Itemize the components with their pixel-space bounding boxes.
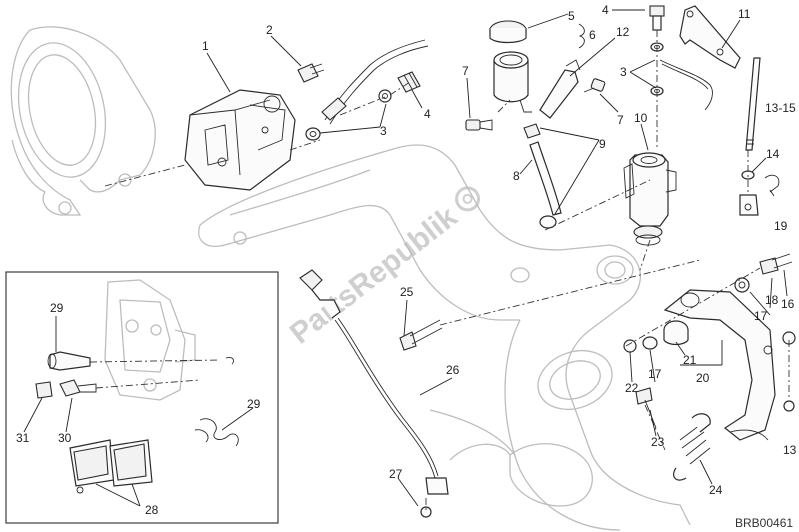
- clevis[interactable]: [739, 170, 780, 216]
- washer-3a: [305, 127, 321, 141]
- leader-lines: [23, 9, 788, 507]
- washer-27: [420, 506, 432, 518]
- label-10[interactable]: 10: [634, 111, 648, 125]
- caliper-detail-inset: [5, 271, 279, 524]
- label-12[interactable]: 12: [616, 25, 630, 39]
- washer-3b: [378, 89, 392, 103]
- label-13-15[interactable]: 13-15: [765, 101, 796, 115]
- bolt-2[interactable]: [297, 63, 325, 83]
- gear-icon: [455, 186, 481, 212]
- label-8[interactable]: 8: [513, 169, 520, 183]
- label-18[interactable]: 18: [765, 293, 779, 307]
- pad-pin[interactable]: [47, 351, 91, 371]
- bleed-screw[interactable]: [59, 379, 97, 397]
- part-labels: 1 2 3 3 4 4 5 6 7 7 8 9 10 11 12 13-15 1…: [16, 3, 797, 517]
- label-19[interactable]: 19: [774, 219, 788, 233]
- label-7a[interactable]: 7: [462, 64, 469, 78]
- pedal-bushing: [623, 320, 689, 353]
- rear-caliper[interactable]: [184, 89, 296, 191]
- pivot-pin[interactable]: [759, 253, 793, 275]
- sensor-cable[interactable]: [299, 269, 449, 495]
- brake-hose: [321, 39, 429, 125]
- pushrod[interactable]: [745, 57, 761, 151]
- bolt-7b[interactable]: [583, 78, 606, 93]
- brake-pipe: [659, 59, 713, 111]
- label-27[interactable]: 27: [389, 467, 403, 481]
- label-4a[interactable]: 4: [424, 107, 431, 121]
- label-28[interactable]: 28: [145, 503, 159, 517]
- pad-clip[interactable]: [194, 357, 239, 447]
- label-21[interactable]: 21: [683, 353, 697, 367]
- label-31[interactable]: 31: [16, 431, 30, 445]
- centre-lines: [89, 30, 790, 510]
- brake-pads[interactable]: [69, 439, 153, 494]
- label-30[interactable]: 30: [58, 431, 72, 445]
- label-17a[interactable]: 17: [754, 309, 768, 323]
- label-5[interactable]: 5: [568, 9, 575, 23]
- label-13b[interactable]: 13: [783, 443, 797, 457]
- label-6[interactable]: 6: [589, 28, 596, 42]
- bolt-25[interactable]: [399, 319, 443, 351]
- label-24[interactable]: 24: [709, 483, 723, 497]
- label-3b[interactable]: 3: [620, 65, 627, 79]
- label-3a[interactable]: 3: [380, 124, 387, 138]
- label-16[interactable]: 16: [781, 297, 795, 311]
- label-7b[interactable]: 7: [617, 113, 624, 127]
- label-11[interactable]: 11: [738, 7, 751, 21]
- label-22[interactable]: 22: [625, 381, 639, 395]
- caliper-bracket-outline: [10, 26, 156, 216]
- label-14[interactable]: 14: [766, 147, 780, 161]
- bleed-cap[interactable]: [35, 381, 53, 399]
- reservoir-bracket: [539, 59, 581, 119]
- washer-13: [783, 400, 795, 412]
- label-2[interactable]: 2: [266, 23, 273, 37]
- label-17b[interactable]: 17: [648, 367, 662, 381]
- brake-pedal[interactable]: [663, 289, 776, 441]
- reservoir-hose: [523, 123, 562, 229]
- label-29b[interactable]: 29: [247, 397, 261, 411]
- switch-bracket: [679, 5, 741, 69]
- label-20[interactable]: 20: [696, 371, 710, 385]
- return-spring[interactable]: [673, 413, 711, 481]
- label-4b[interactable]: 4: [602, 3, 609, 17]
- washer-17: [734, 277, 750, 293]
- label-29a[interactable]: 29: [50, 301, 64, 315]
- label-23[interactable]: 23: [651, 435, 665, 449]
- label-9[interactable]: 9: [599, 137, 606, 151]
- watermark: PartsRepublik: [284, 186, 481, 351]
- master-cylinder[interactable]: [623, 152, 677, 246]
- fluid-reservoir[interactable]: [489, 20, 532, 113]
- label-1[interactable]: 1: [202, 39, 209, 53]
- diagram-code: BRB00461: [735, 516, 793, 530]
- label-25[interactable]: 25: [400, 285, 414, 299]
- banjo-bolt-4a[interactable]: [397, 71, 421, 93]
- label-26[interactable]: 26: [446, 363, 460, 377]
- bolt-7a[interactable]: [465, 119, 493, 131]
- swingarm-outline: [198, 144, 691, 531]
- banjo-bolt-4b[interactable]: [649, 5, 665, 31]
